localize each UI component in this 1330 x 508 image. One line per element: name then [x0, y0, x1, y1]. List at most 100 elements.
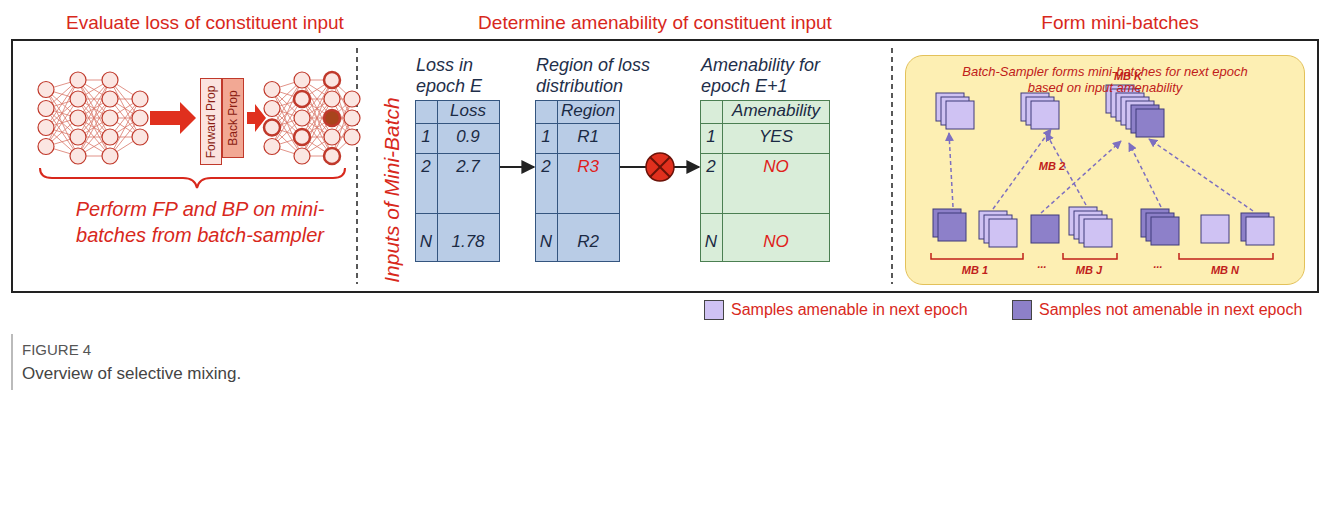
table-rule	[722, 101, 723, 261]
table-rule	[557, 101, 558, 261]
table-rule	[416, 123, 499, 124]
table-rule	[416, 153, 499, 154]
label: 1	[416, 127, 436, 147]
label: MB 1	[955, 264, 995, 277]
net-link	[302, 99, 332, 156]
net-neuron	[324, 72, 340, 88]
sample-square	[1201, 215, 1229, 243]
table-rule	[536, 153, 619, 154]
net-link	[302, 80, 332, 137]
net-neuron	[344, 129, 360, 145]
red-arrow	[150, 102, 196, 134]
legend-swatch	[704, 300, 724, 320]
net-neuron	[294, 72, 310, 88]
sampling-arrow	[1149, 139, 1253, 211]
group-bracket	[1179, 253, 1273, 259]
net-link	[110, 80, 140, 137]
net-neuron	[294, 129, 310, 145]
sample-square	[1084, 219, 1112, 247]
net-neuron	[294, 91, 310, 107]
sampling-arrow	[1041, 141, 1121, 213]
sample-square	[1136, 109, 1164, 137]
label: FIGURE 4	[22, 341, 91, 359]
label: MB J	[1069, 264, 1109, 277]
sampling-arrow	[949, 133, 953, 207]
label: Inputs of Mini-Batch	[380, 97, 404, 283]
table-rule	[701, 123, 829, 124]
net-neuron	[324, 110, 340, 126]
label: N	[536, 232, 556, 252]
net-neuron	[294, 148, 310, 164]
net-link	[302, 99, 332, 156]
net-neuron	[70, 72, 86, 88]
brace	[40, 168, 345, 188]
sample-square	[1246, 217, 1274, 245]
separator	[891, 48, 893, 284]
net-link	[78, 99, 110, 156]
net-link	[78, 99, 110, 156]
label: MB K	[1108, 70, 1148, 83]
label: 1.78	[438, 232, 498, 252]
label: YES	[726, 127, 826, 147]
net-neuron	[344, 110, 360, 126]
net-neuron	[264, 82, 280, 98]
node-text: Forward Prop	[204, 85, 218, 158]
net-link	[110, 99, 140, 156]
net-neuron	[70, 91, 86, 107]
sample-square	[1031, 215, 1059, 243]
net-neuron	[70, 148, 86, 164]
legend-text: Samples amenable in next epoch	[731, 300, 968, 320]
label: NO	[726, 232, 826, 252]
label: R3	[558, 157, 618, 177]
table-rule	[536, 123, 619, 124]
label: Determine amenability of constituent inp…	[425, 12, 885, 34]
label: Evaluate loss of constituent input	[5, 12, 405, 34]
group-bracket	[1063, 253, 1117, 259]
batch-sampler-panel: Batch-Sampler forms mini-batches for nex…	[905, 55, 1305, 285]
sampling-arrow	[1129, 143, 1161, 207]
caption-bar	[11, 334, 13, 390]
multiply-circle	[646, 153, 674, 181]
sample-square	[1151, 217, 1179, 245]
net-neuron	[324, 91, 340, 107]
table-rule	[536, 213, 619, 214]
net-neuron	[38, 101, 54, 117]
label: N	[701, 232, 721, 252]
label: MB 2	[1032, 160, 1072, 173]
table-rule	[416, 213, 499, 214]
net-neuron	[264, 139, 280, 155]
label: 2	[416, 157, 436, 177]
net-neuron	[70, 110, 86, 126]
sample-square	[989, 219, 1017, 247]
label: NO	[726, 157, 826, 177]
label: 1	[536, 127, 556, 147]
table-rule	[701, 153, 829, 154]
node-text: Loss in epoch E	[416, 55, 516, 97]
net-neuron	[102, 148, 118, 164]
frame	[12, 40, 1318, 292]
connector	[500, 166, 534, 168]
label: MB N	[1205, 264, 1245, 277]
net-neuron	[102, 72, 118, 88]
label: ...	[1027, 258, 1057, 271]
net-neuron	[264, 101, 280, 117]
label: Loss	[438, 101, 498, 121]
label: 2	[701, 157, 721, 177]
legend-swatch	[1012, 300, 1032, 320]
net-neuron	[38, 82, 54, 98]
net-link	[78, 80, 110, 137]
label: ...	[1143, 258, 1173, 271]
multiply-cross	[650, 157, 670, 177]
node-text: Back Prop	[226, 90, 240, 145]
label: 0.9	[438, 127, 498, 147]
net-neuron	[264, 120, 280, 136]
net-neuron	[38, 139, 54, 155]
label: Region	[558, 101, 618, 121]
sample-square	[946, 101, 974, 129]
label: R1	[558, 127, 618, 147]
process-box: Back Prop	[222, 78, 244, 158]
legend-text: Samples not amenable in next epoch	[1039, 300, 1302, 320]
net-neuron	[132, 110, 148, 126]
label: Perform FP and BP on mini-batches from b…	[50, 196, 350, 248]
net-link	[78, 80, 110, 137]
